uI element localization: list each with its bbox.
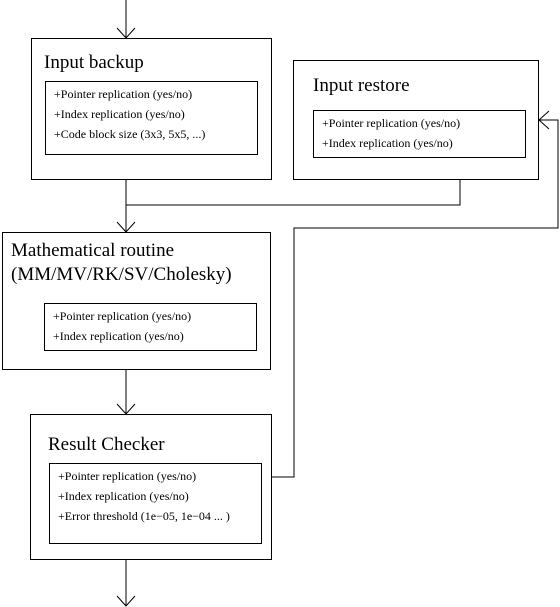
result-checker-box: Result Checker +Pointer replication (yes… [30,414,272,560]
input-restore-title: Input restore [313,75,410,96]
exit-arrow-head [116,595,136,607]
option-item: +Pointer replication (yes/no) [53,309,192,323]
input-restore-options: +Pointer replication (yes/no) +Index rep… [313,110,526,158]
math-routine-title-line2: (MM/MV/RK/SV/Cholesky) [11,264,232,285]
math-routine-options: +Pointer replication (yes/no) +Index rep… [44,303,257,351]
result-checker-options: +Pointer replication (yes/no) +Index rep… [49,463,262,544]
restore-to-math-line [126,180,461,206]
checker-to-restore-line [272,119,559,478]
option-item: +Code block size (3x3, 5x5, ...) [54,127,206,141]
option-item: +Index replication (yes/no) [322,136,453,150]
input-backup-options: +Pointer replication (yes/no) +Index rep… [45,81,258,155]
option-item: +Index replication (yes/no) [53,329,184,343]
option-item: +Pointer replication (yes/no) [54,87,193,101]
option-item: +Index replication (yes/no) [58,489,189,503]
option-item: +Pointer replication (yes/no) [322,116,461,130]
option-item: +Error threshold (1e−05, 1e−04 ... ) [58,509,230,523]
result-checker-title: Result Checker [48,434,165,455]
option-item: +Index replication (yes/no) [54,107,185,121]
input-backup-title: Input backup [44,52,144,73]
math-routine-title-line1: Mathematical routine [11,240,175,261]
option-item: +Pointer replication (yes/no) [58,469,197,483]
math-routine-box: Mathematical routine (MM/MV/RK/SV/Choles… [2,232,271,370]
input-backup-box: Input backup +Pointer replication (yes/n… [31,38,272,180]
checker-to-restore-arrow-head [538,110,550,130]
input-restore-box: Input restore +Pointer replication (yes/… [293,60,539,180]
